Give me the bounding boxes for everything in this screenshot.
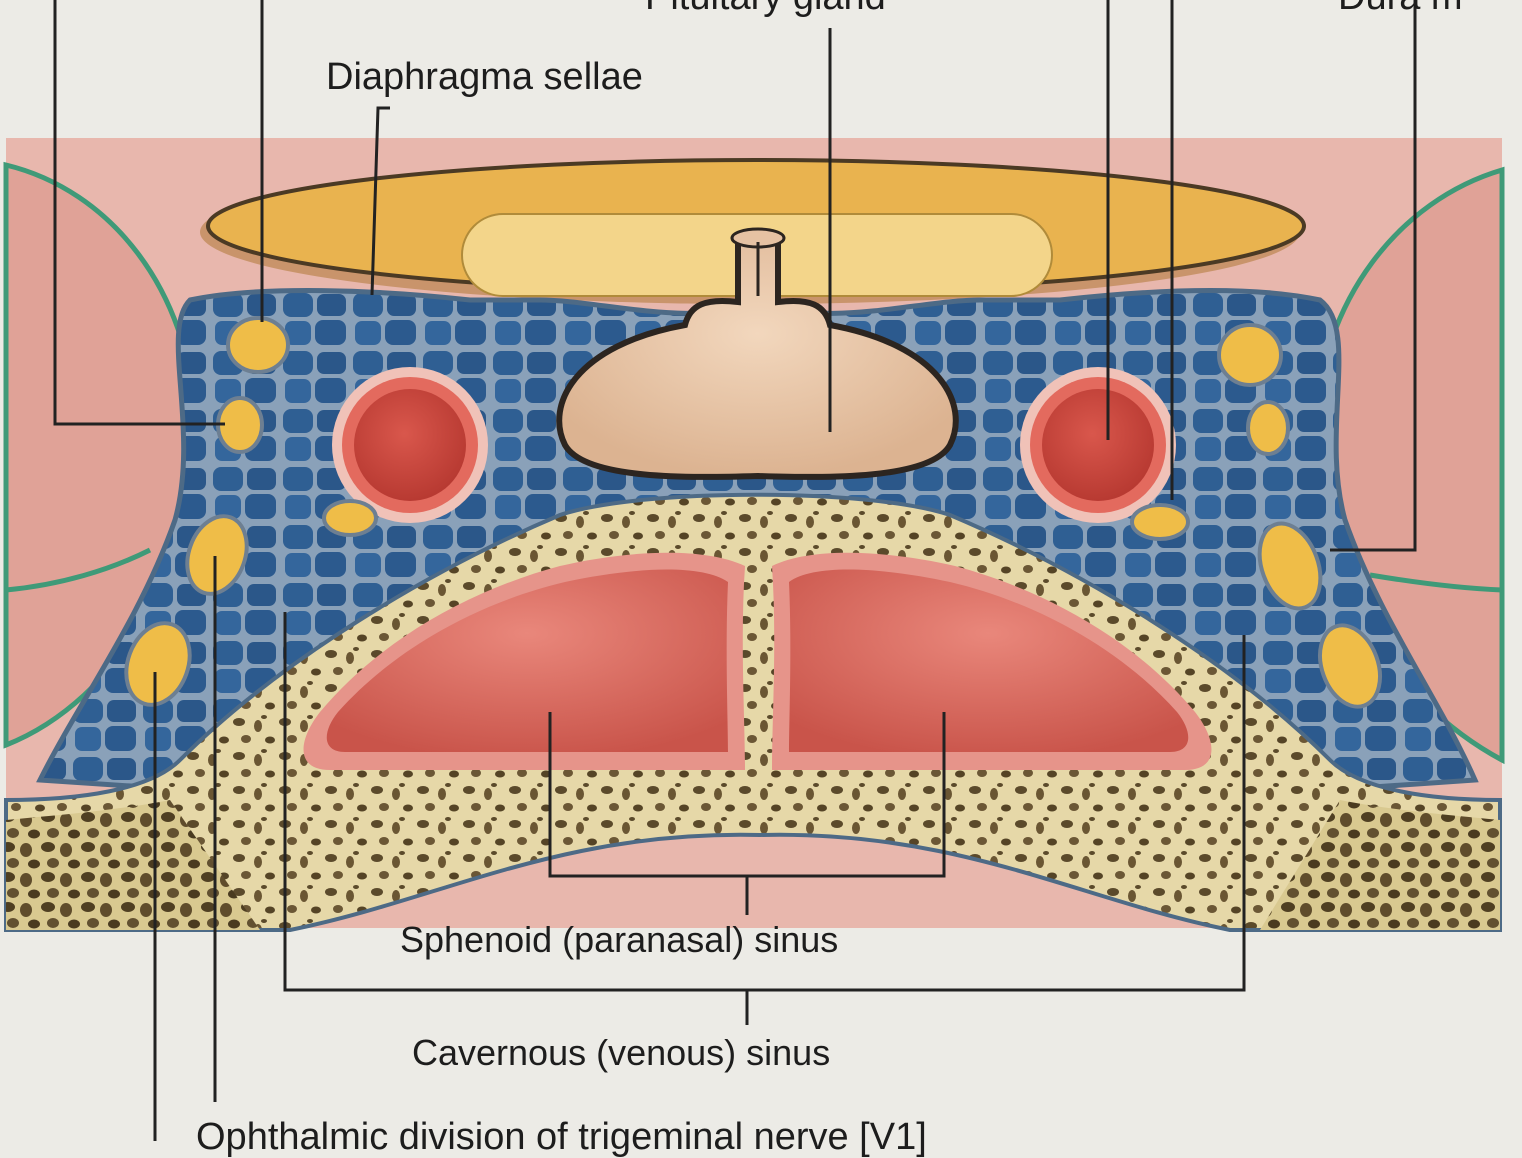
abducent-nerve-left: [324, 501, 376, 535]
label-diaphragma-sellae: Diaphragma sellae: [326, 58, 643, 96]
abducent-nerve-right: [1132, 505, 1188, 539]
oculomotor-nerve-left: [228, 318, 288, 372]
label-dura-mater: Dura m: [1338, 0, 1463, 16]
label-ophthalmic-division: Ophthalmic division of trigeminal nerve …: [196, 1118, 927, 1156]
trochlear-nerve-right: [1248, 402, 1288, 454]
label-pituitary-gland: Pituitary gland: [645, 0, 886, 16]
label-sphenoid-sinus: Sphenoid (paranasal) sinus: [400, 922, 838, 958]
label-cavernous-sinus: Cavernous (venous) sinus: [412, 1035, 830, 1071]
oculomotor-nerve-right: [1219, 325, 1281, 385]
right-internal-carotid-artery: [1042, 389, 1154, 501]
left-internal-carotid-artery: [354, 389, 466, 501]
